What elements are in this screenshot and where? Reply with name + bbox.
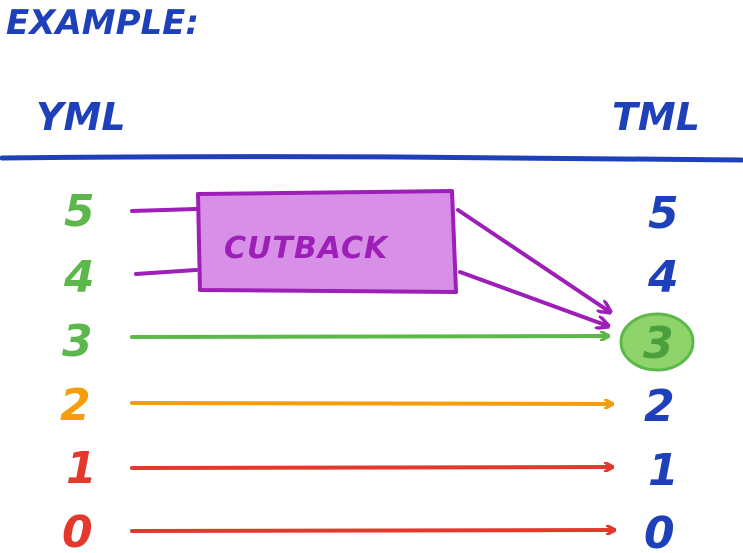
header-divider <box>0 154 743 163</box>
cutback-arrow-upper <box>456 208 610 312</box>
stub-line-5 <box>130 207 198 213</box>
arrow-level-0 <box>130 530 614 531</box>
right-level-3: 3 <box>643 318 674 369</box>
arrow-level-2 <box>130 403 612 404</box>
arrow-level-1 <box>130 467 612 468</box>
header-right: TML <box>612 95 700 139</box>
left-level-4: 4 <box>63 252 95 303</box>
left-level-2: 2 <box>60 380 91 431</box>
left-level-0: 0 <box>62 507 93 553</box>
left-level-1: 1 <box>66 443 97 494</box>
right-level-4: 4 <box>647 252 679 303</box>
cutback-arrow-lower <box>458 270 608 326</box>
highlight-circle <box>619 312 695 372</box>
right-level-1: 1 <box>648 445 679 496</box>
header-left: YML <box>36 95 126 139</box>
right-level-2: 2 <box>644 381 675 432</box>
left-level-3: 3 <box>62 316 93 367</box>
title-text: EXAMPLE: <box>6 3 199 43</box>
stub-line-4 <box>134 268 198 276</box>
cutback-box <box>196 189 458 294</box>
arrow-level-3 <box>130 336 608 337</box>
cutback-label: CUTBACK <box>224 231 390 266</box>
left-level-5: 5 <box>64 186 95 237</box>
right-level-5: 5 <box>648 188 679 239</box>
right-level-0: 0 <box>644 508 675 553</box>
